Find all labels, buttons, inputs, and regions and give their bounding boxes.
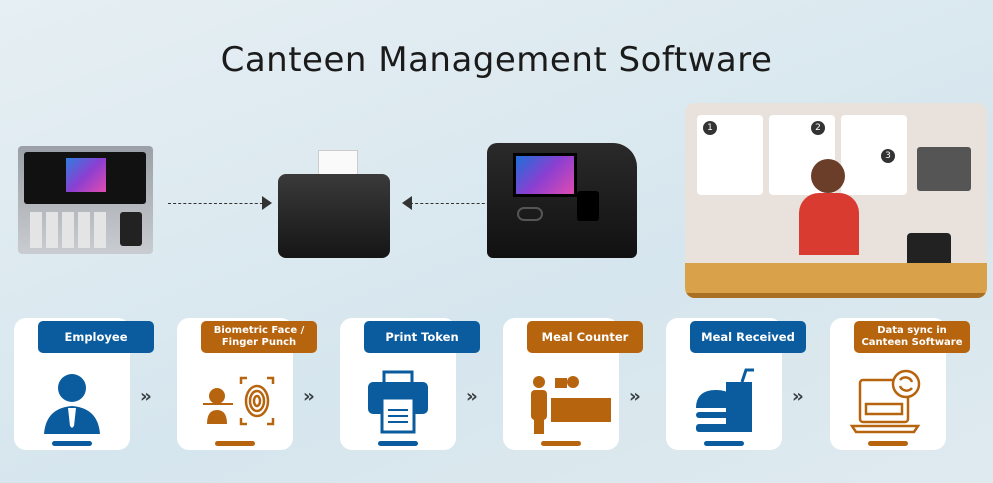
face-terminal-image (487, 143, 637, 258)
menu-number: 1 (703, 121, 717, 135)
chevron-separator: ›› (792, 386, 804, 407)
accent-bar (378, 441, 418, 446)
burger-drink-icon (696, 368, 754, 432)
accent-bar (52, 441, 92, 446)
chevron-separator: ›› (629, 386, 641, 407)
canteen-illustration: 1 2 3 (685, 103, 987, 298)
employee-icon (44, 374, 100, 434)
step-card-meal-received: Meal Received (666, 318, 806, 450)
meal-counter-icon (531, 376, 611, 434)
accent-bar (868, 441, 908, 446)
laptop-sync-icon (849, 369, 921, 434)
menu-number: 3 (881, 149, 895, 163)
accent-bar (215, 441, 255, 446)
step-card-data-sync: Data sync in Canteen Software (830, 318, 970, 450)
step-label: Employee (38, 321, 154, 353)
printer-icon (368, 370, 428, 434)
step-label: Meal Received (690, 321, 806, 353)
page-title: Canteen Management Software (220, 40, 773, 80)
biometric-terminal-image (18, 146, 153, 254)
step-card-print-token: Print Token (340, 318, 480, 450)
dashed-arrow (410, 203, 495, 204)
thermal-printer-image (268, 150, 398, 260)
step-label: Meal Counter (527, 321, 643, 353)
chevron-separator: ›› (303, 386, 315, 407)
step-label: Data sync in Canteen Software (854, 321, 970, 353)
step-card-meal-counter: Meal Counter (503, 318, 643, 450)
chevron-separator: ›› (466, 386, 478, 407)
accent-bar (704, 441, 744, 446)
step-card-biometric: Biometric Face / Finger Punch (177, 318, 317, 450)
accent-bar (541, 441, 581, 446)
step-card-employee: Employee (14, 318, 154, 450)
menu-number: 2 (811, 121, 825, 135)
face-fingerprint-icon (203, 376, 275, 426)
chevron-separator: ›› (140, 386, 152, 407)
step-label: Biometric Face / Finger Punch (201, 321, 317, 353)
dashed-arrow (168, 203, 268, 204)
step-label: Print Token (364, 321, 480, 353)
